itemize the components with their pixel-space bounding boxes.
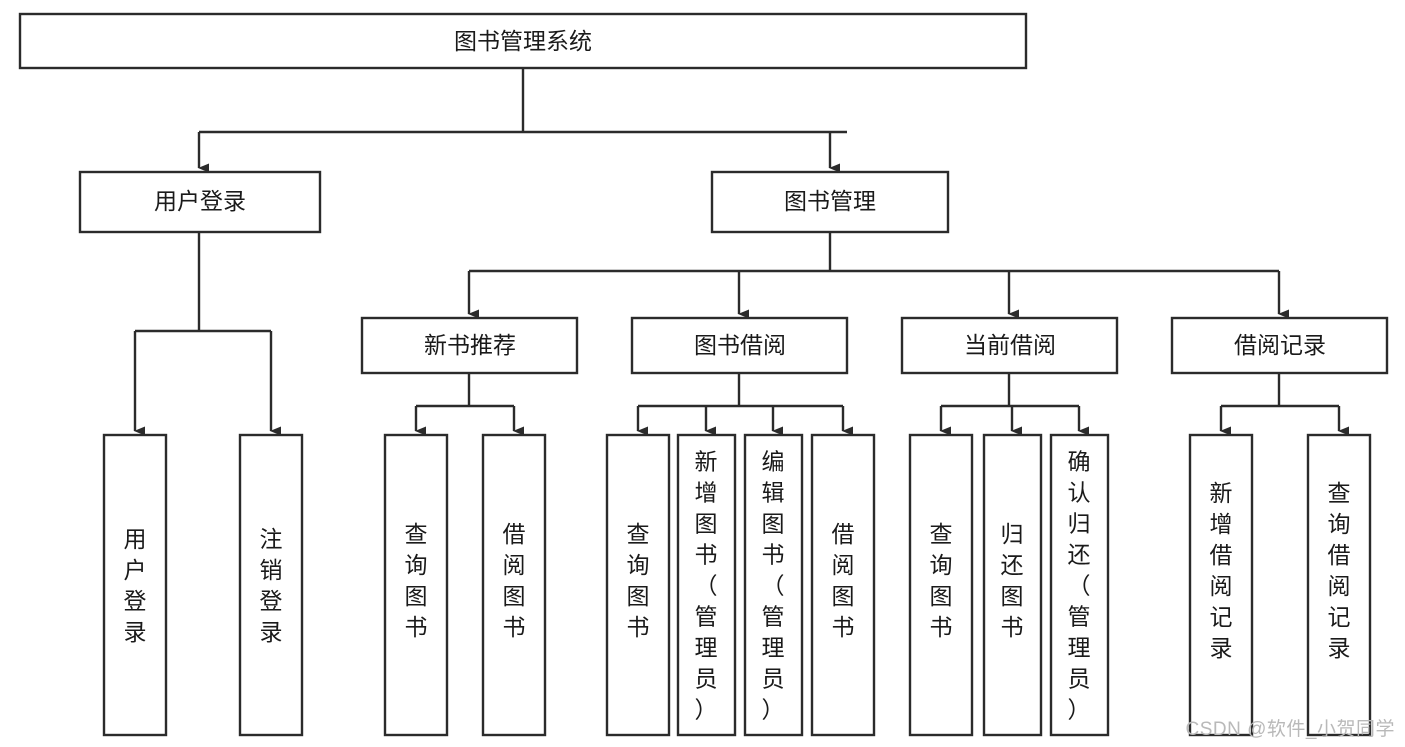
node-leaf-borrow-book-label: 借阅图书 (832, 521, 855, 640)
node-leaf-query-book-borrow[interactable]: 查询图书 (605, 433, 671, 737)
node-current-borrow-box[interactable] (900, 316, 1119, 375)
node-leaf-return-book-box[interactable] (982, 433, 1043, 737)
node-root-label: 图书管理系统 (454, 28, 592, 54)
node-layer: 图书管理系统 用户登录 图书管理 新书推荐 图书借阅 (18, 12, 1389, 737)
node-leaf-query-borrow-record-label: 查询借阅记录 (1328, 480, 1351, 661)
node-borrow-records-label: 借阅记录 (1234, 332, 1326, 358)
node-book-management-box[interactable] (710, 170, 950, 234)
node-book-management-label: 图书管理 (784, 188, 876, 214)
node-new-book-recommend-label: 新书推荐 (424, 332, 516, 358)
node-leaf-query-book-borrow-box[interactable] (605, 433, 671, 737)
node-user-login-box[interactable] (78, 170, 322, 234)
node-leaf-query-book-recommend-label: 查询图书 (405, 521, 428, 640)
node-leaf-borrow-book-box[interactable] (810, 433, 876, 737)
node-current-borrow-label: 当前借阅 (964, 332, 1056, 358)
node-leaf-query-book-borrow-label: 查询图书 (627, 521, 650, 640)
node-leaf-add-book-admin-box[interactable] (676, 433, 737, 737)
node-leaf-logout-login[interactable]: 注销登录 (238, 433, 304, 737)
node-root-box[interactable] (18, 12, 1028, 70)
node-new-book-recommend-box[interactable] (360, 316, 579, 375)
node-leaf-confirm-return-admin-box[interactable] (1049, 433, 1110, 737)
node-leaf-borrow-book-recommend-label: 借阅图书 (503, 521, 526, 640)
node-leaf-borrow-book-recommend[interactable]: 借阅图书 (481, 433, 547, 737)
csdn-watermark: CSDN @软件_小贺同学 (1185, 719, 1395, 740)
node-leaf-user-login-label: 用户登录 (124, 526, 147, 645)
node-leaf-logout-login-label: 注销登录 (260, 526, 283, 645)
node-user-login-label: 用户登录 (154, 188, 246, 214)
connector-layer (133, 68, 1349, 436)
node-leaf-return-book[interactable]: 归还图书 (982, 433, 1043, 737)
node-new-book-recommend[interactable]: 新书推荐 (360, 316, 579, 375)
node-leaf-add-book-admin-label: 新增图书（管理员） (695, 449, 718, 723)
node-leaf-add-book-admin[interactable]: 新增图书（管理员） (676, 433, 737, 737)
node-book-borrow[interactable]: 图书借阅 (630, 316, 849, 375)
node-leaf-user-login-box[interactable] (102, 433, 168, 737)
node-leaf-query-book-recommend[interactable]: 查询图书 (383, 433, 449, 737)
node-leaf-add-borrow-record-box[interactable] (1188, 433, 1254, 737)
node-leaf-query-book-current-box[interactable] (908, 433, 974, 737)
node-leaf-edit-book-admin-label: 编辑图书（管理员） (762, 449, 785, 723)
node-root[interactable]: 图书管理系统 (18, 12, 1028, 70)
node-leaf-user-login[interactable]: 用户登录 (102, 433, 168, 737)
node-book-borrow-label: 图书借阅 (694, 332, 786, 358)
node-leaf-add-borrow-record-label: 新增借阅记录 (1210, 480, 1233, 661)
node-borrow-records-box[interactable] (1170, 316, 1389, 375)
node-user-login[interactable]: 用户登录 (78, 170, 322, 234)
node-leaf-edit-book-admin-box[interactable] (743, 433, 804, 737)
node-current-borrow[interactable]: 当前借阅 (900, 316, 1119, 375)
node-leaf-borrow-book-recommend-box[interactable] (481, 433, 547, 737)
node-borrow-records[interactable]: 借阅记录 (1170, 316, 1389, 375)
node-leaf-confirm-return-admin-label: 确认归还（管理员） (1068, 449, 1091, 723)
node-leaf-query-book-current[interactable]: 查询图书 (908, 433, 974, 737)
node-leaf-logout-login-box[interactable] (238, 433, 304, 737)
node-leaf-return-book-label: 归还图书 (1001, 521, 1024, 640)
node-leaf-query-book-recommend-box[interactable] (383, 433, 449, 737)
node-leaf-borrow-book[interactable]: 借阅图书 (810, 433, 876, 737)
node-leaf-add-borrow-record[interactable]: 新增借阅记录 (1188, 433, 1254, 737)
node-leaf-confirm-return-admin[interactable]: 确认归还（管理员） (1049, 433, 1110, 737)
node-leaf-query-borrow-record-box[interactable] (1306, 433, 1372, 737)
node-book-management[interactable]: 图书管理 (710, 170, 950, 234)
node-leaf-edit-book-admin[interactable]: 编辑图书（管理员） (743, 433, 804, 737)
node-leaf-query-book-current-label: 查询图书 (930, 521, 953, 640)
node-leaf-query-borrow-record[interactable]: 查询借阅记录 (1306, 433, 1372, 737)
node-book-borrow-box[interactable] (630, 316, 849, 375)
